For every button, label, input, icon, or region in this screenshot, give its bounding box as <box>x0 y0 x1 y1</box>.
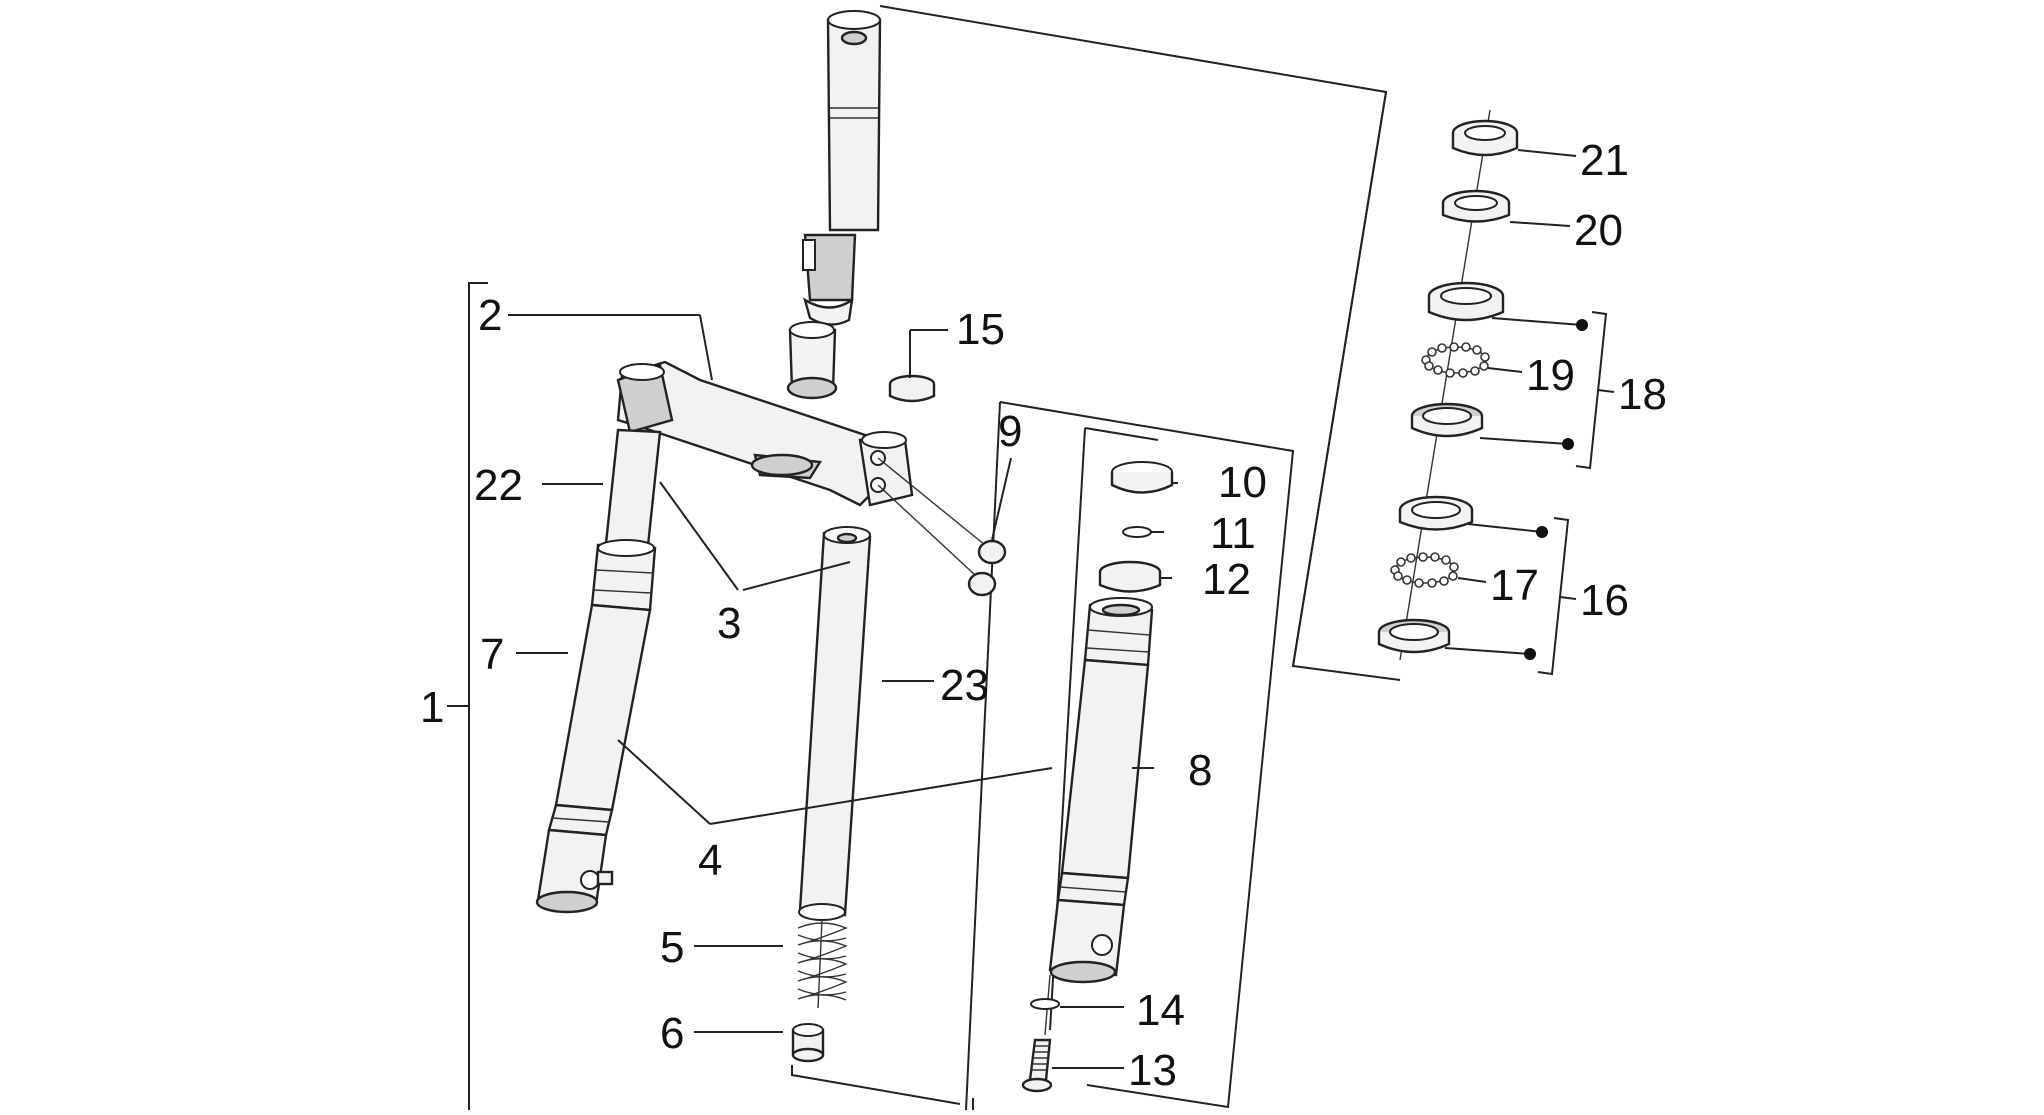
label-5: 5 <box>660 923 684 972</box>
inner-fork-tube <box>798 526 872 921</box>
label-10: 10 <box>1218 458 1267 507</box>
adjuster-ring <box>1441 189 1511 223</box>
label-7: 7 <box>480 630 504 679</box>
label-14: 14 <box>1136 986 1185 1035</box>
label-3: 3 <box>717 599 741 648</box>
label-23: 23 <box>940 661 989 710</box>
spring-bracket <box>791 1065 961 1105</box>
label-17: 17 <box>1490 561 1539 610</box>
spring-bush <box>791 1023 825 1063</box>
right-fork-leg <box>1048 597 1154 984</box>
label-20: 20 <box>1574 206 1623 255</box>
bearing-bracket-16 <box>1444 517 1577 676</box>
label-19: 19 <box>1526 351 1575 400</box>
clamp-bolts <box>877 457 1007 597</box>
fork-crown-triple-clamp <box>616 360 914 507</box>
label-11: 11 <box>1210 509 1256 558</box>
label-21: 21 <box>1580 136 1629 185</box>
label-18: 18 <box>1618 370 1667 419</box>
upper-bearing-cup <box>1427 281 1505 322</box>
washer <box>1030 974 1060 1036</box>
bottom-bolt <box>1021 1038 1053 1093</box>
fork-leg-bracket <box>965 401 1295 1111</box>
label-16: 16 <box>1580 576 1629 625</box>
top-cap <box>888 374 936 403</box>
label-6: 6 <box>660 1009 684 1058</box>
label-12: 12 <box>1202 555 1251 604</box>
lock-nut <box>1451 119 1519 157</box>
label-2: 2 <box>478 291 502 340</box>
lower-ball-cage <box>1390 552 1459 588</box>
label-22: 22 <box>474 461 523 510</box>
bearing-bracket-18 <box>1479 311 1615 470</box>
label-8: 8 <box>1188 746 1212 795</box>
stem-lower-tube <box>786 321 838 400</box>
label-1: 1 <box>420 683 444 732</box>
upper-ball-cage <box>1421 342 1490 378</box>
steering-stem-tube <box>802 10 882 326</box>
seal-ring <box>1098 560 1162 593</box>
upper-bearing-race <box>1410 402 1484 438</box>
label-13: 13 <box>1128 1046 1177 1095</box>
label-4: 4 <box>698 836 722 885</box>
label-15: 15 <box>956 305 1005 354</box>
label-9: 9 <box>998 407 1022 456</box>
lower-bearing-race <box>1377 618 1451 654</box>
leader-lines <box>508 149 1577 1069</box>
fork-spring <box>797 919 848 1009</box>
steering-stem-bracket <box>879 5 1401 681</box>
circlip <box>1122 526 1152 538</box>
oil-seal <box>1110 461 1174 494</box>
callout-labels: 1 2 3 4 5 6 7 8 9 10 11 12 13 14 15 16 1… <box>420 136 1667 1095</box>
left-fork-leg <box>535 428 662 914</box>
lower-bearing-cup <box>1398 495 1474 531</box>
